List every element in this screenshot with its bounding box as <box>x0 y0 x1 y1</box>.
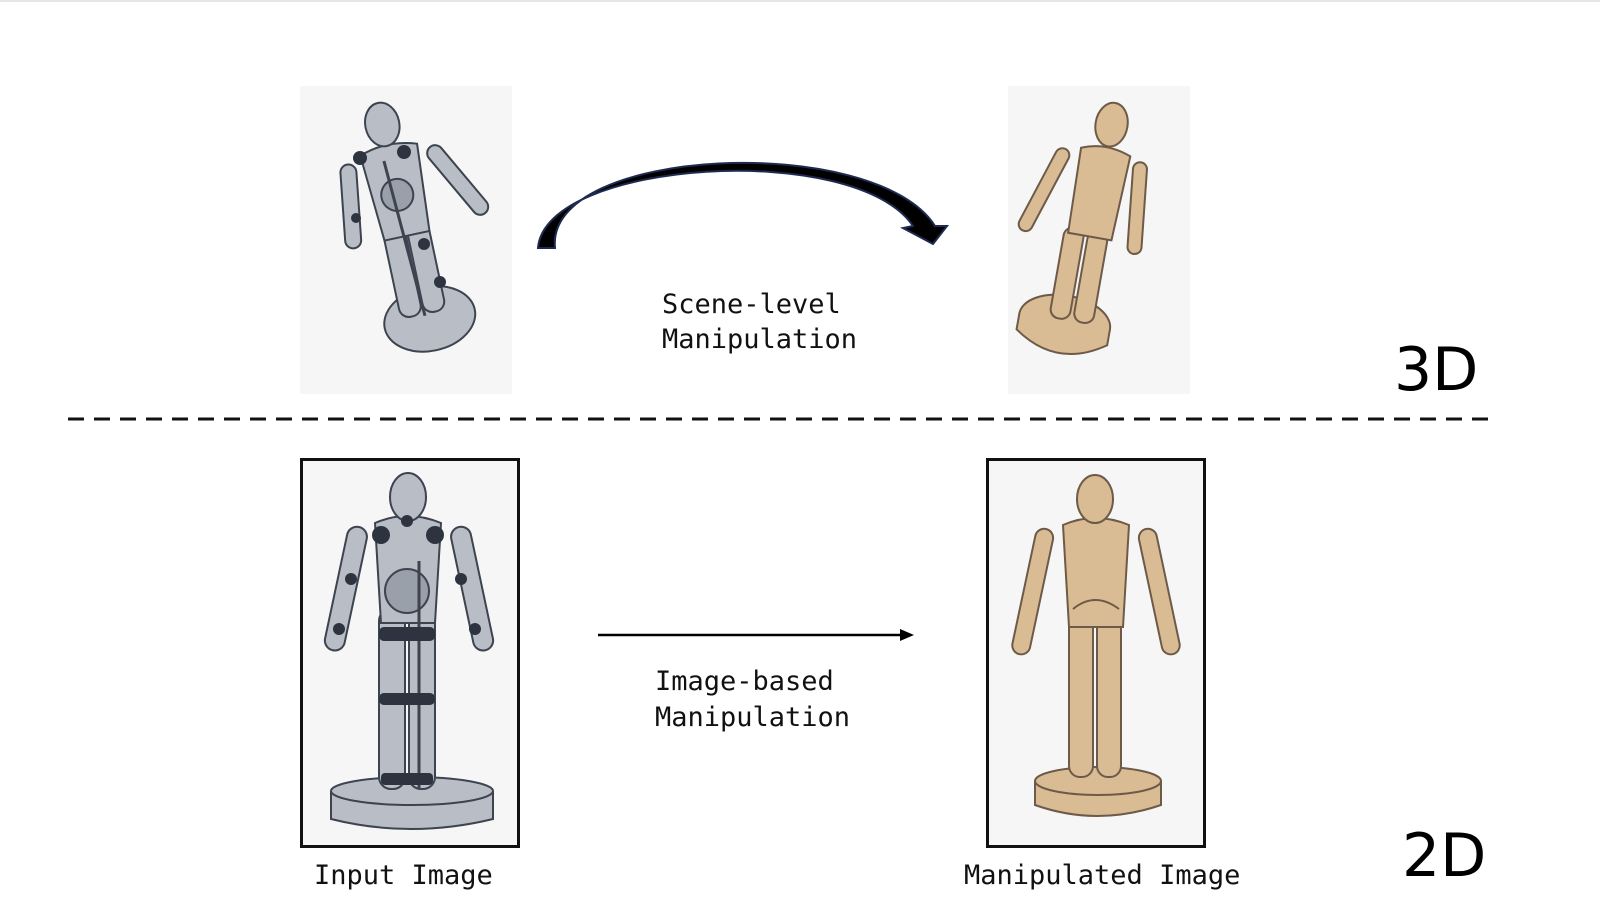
input-image-frame <box>300 458 520 848</box>
bottom-transition-label-line1: Image-based <box>655 666 834 697</box>
bottom-transition-label-line2: Manipulation <box>655 702 851 733</box>
xray-mannequin-3d <box>300 86 512 394</box>
top-border <box>0 0 1600 2</box>
wooden-mannequin-2d <box>1011 474 1181 817</box>
wooden-mannequin-3d <box>1008 86 1190 394</box>
dimension-label-3d: 3D <box>1394 335 1479 405</box>
input-image-caption: Input Image <box>314 860 493 891</box>
xray-mannequin-2d <box>323 472 495 830</box>
straight-arrow <box>598 628 914 642</box>
dimension-label-2d: 2D <box>1402 821 1487 891</box>
manipulated-image-caption: Manipulated Image <box>964 860 1241 891</box>
top-transition-label-line1: Scene-level <box>662 289 841 320</box>
top-transition-label-line2: Manipulation <box>662 324 858 355</box>
separator-dashed-line <box>68 416 1492 422</box>
curved-arrow <box>535 150 955 260</box>
manipulated-image-frame <box>986 458 1206 848</box>
